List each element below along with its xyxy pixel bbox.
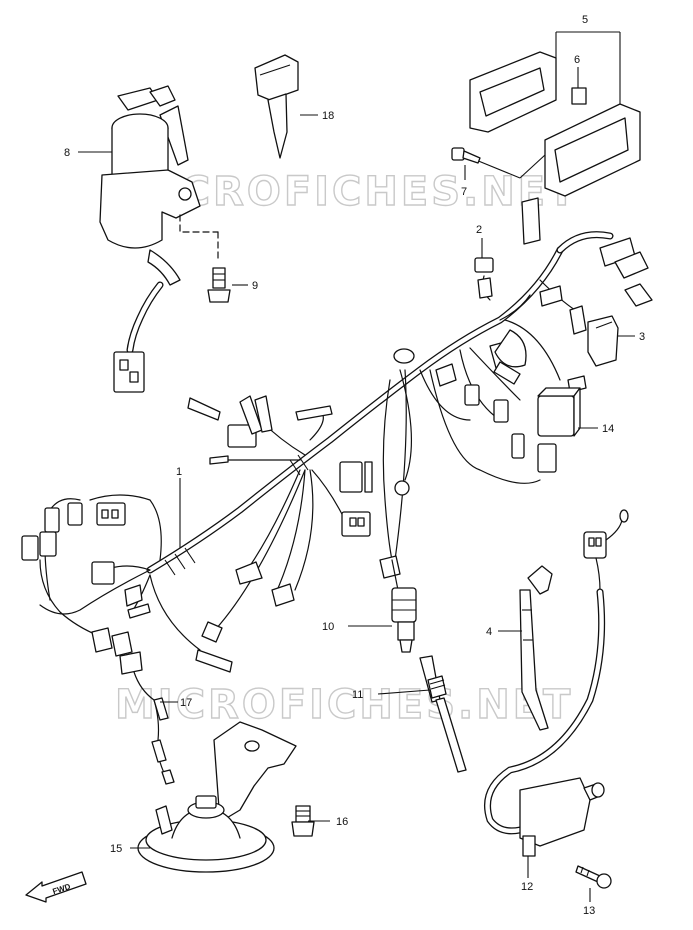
- horn-lead-17: [119, 651, 175, 785]
- callout-11: 11: [352, 689, 363, 701]
- bolt-13: [575, 865, 612, 889]
- callout-5: 5: [582, 14, 588, 26]
- switch-10: [391, 559, 417, 653]
- sidestand-switch-12: [484, 509, 629, 857]
- bolt-9: [207, 267, 231, 303]
- clamp-4: [519, 565, 553, 731]
- callout-7: 7: [461, 186, 467, 198]
- screw-7: [451, 147, 481, 164]
- probe-11: [419, 655, 467, 773]
- callout-leaders: [78, 114, 635, 902]
- callout-13: 13: [583, 905, 595, 917]
- callout-15: 15: [110, 843, 122, 855]
- callout-8: 8: [64, 147, 70, 159]
- bolt-16: [291, 805, 315, 837]
- relay-14: [537, 387, 581, 437]
- connector-cap-2: [474, 257, 494, 273]
- callout-9: 9: [252, 280, 258, 292]
- callout-2: 2: [476, 224, 482, 236]
- key-blank: [254, 54, 299, 159]
- harness-connectors: [21, 197, 653, 673]
- callout-numbers: 1 2 3 4 5 6 7 8 9 10 11 12 13 14 15 16 1…: [64, 14, 645, 917]
- callout-18: 18: [322, 110, 334, 122]
- callout-4: 4: [486, 626, 492, 638]
- callout-17: 17: [180, 697, 192, 709]
- callout-6: 6: [574, 54, 580, 66]
- ignition-switch: [99, 85, 201, 286]
- callout-16: 16: [336, 816, 348, 828]
- callout-12: 12: [521, 881, 533, 893]
- cap-3: [587, 315, 619, 367]
- forward-arrow-icon: FWD: [25, 871, 87, 903]
- horn-15: [137, 721, 297, 873]
- callout-3: 3: [639, 331, 645, 343]
- callout-1: 1: [176, 466, 182, 478]
- ignition-connector: [113, 351, 145, 393]
- watermark-bottom: MICROFICHES.NET: [115, 682, 573, 728]
- callout-14: 14: [602, 423, 614, 435]
- callout-10: 10: [322, 621, 334, 633]
